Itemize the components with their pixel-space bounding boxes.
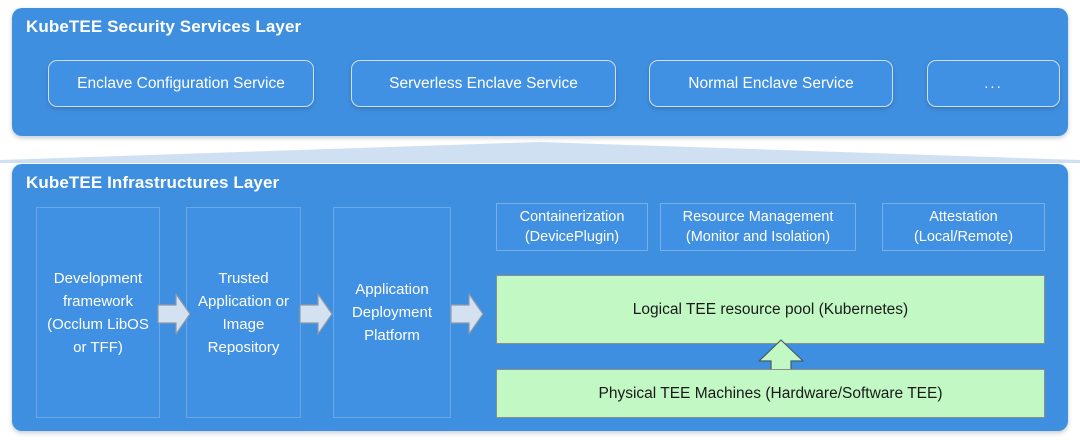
capability-box-resource-management[interactable]: Resource Management (Monitor and Isolati…: [660, 203, 856, 251]
capability-box-attestation[interactable]: Attestation (Local/Remote): [882, 203, 1045, 251]
service-serverless-enclave[interactable]: Serverless Enclave Service: [351, 60, 616, 107]
pipeline-box-label: Development framework (Occlum LibOS or T…: [47, 269, 149, 356]
arrow-up-icon: [758, 339, 804, 373]
physical-tee-machines-box[interactable]: Physical TEE Machines (Hardware/Software…: [496, 369, 1045, 418]
service-more-ellipsis[interactable]: ...: [927, 60, 1060, 107]
service-label: Normal Enclave Service: [688, 74, 854, 92]
pipeline-box-label: Trusted Application or Image Repository: [198, 269, 289, 356]
pipeline-box-label: Application Deployment Platform: [351, 281, 433, 344]
capability-box-label: Attestation (Local/Remote): [913, 209, 1014, 245]
service-label: Serverless Enclave Service: [389, 74, 578, 92]
logical-tee-resource-pool-box[interactable]: Logical TEE resource pool (Kubernetes): [496, 275, 1045, 344]
layer-connector-shape: [0, 142, 1080, 163]
physical-machines-label: Physical TEE Machines (Hardware/Software…: [598, 384, 943, 402]
pipeline-box-development-framework[interactable]: Development framework (Occlum LibOS or T…: [36, 207, 160, 418]
logical-pool-label: Logical TEE resource pool (Kubernetes): [632, 300, 909, 318]
service-enclave-configuration[interactable]: Enclave Configuration Service: [48, 60, 314, 107]
capability-box-label: Containerization (DevicePlugin): [519, 209, 625, 245]
security-layer-title: KubeTEE Security Services Layer: [26, 17, 302, 36]
security-services-layer-panel: KubeTEE Security Services Layer Enclave …: [12, 8, 1068, 136]
arrow-right-icon: [450, 293, 484, 335]
pipeline-box-deployment-platform[interactable]: Application Deployment Platform: [333, 207, 451, 418]
capability-box-label: Resource Management (Monitor and Isolati…: [682, 209, 834, 245]
service-label: Enclave Configuration Service: [77, 74, 285, 92]
service-label: ...: [984, 75, 1003, 92]
service-normal-enclave[interactable]: Normal Enclave Service: [649, 60, 893, 107]
arrow-right-icon: [157, 293, 191, 335]
pipeline-box-trusted-application[interactable]: Trusted Application or Image Repository: [186, 207, 301, 418]
capability-box-containerization[interactable]: Containerization (DevicePlugin): [496, 203, 648, 251]
arrow-right-icon: [299, 293, 333, 335]
infrastructures-layer-title: KubeTEE Infrastructures Layer: [26, 173, 280, 192]
